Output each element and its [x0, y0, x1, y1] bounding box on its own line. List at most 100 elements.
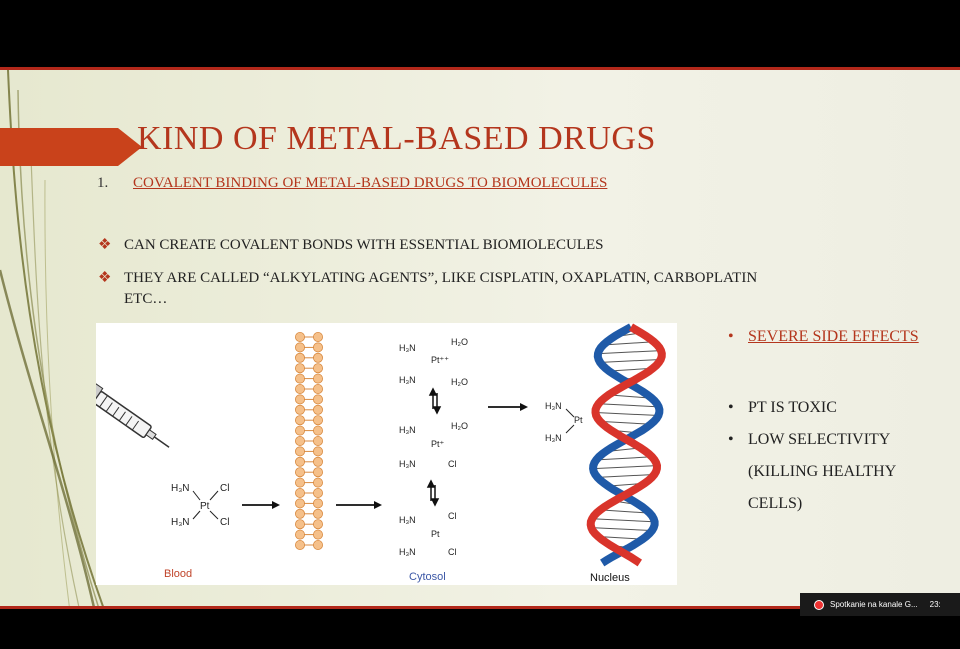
bullet-text: THEY ARE CALLED “ALKYLATING AGENTS”, LIK…: [124, 270, 758, 307]
lipid-head: [294, 446, 305, 457]
killing-text: (KILLING HEALTHY: [748, 463, 897, 480]
lipid-head: [294, 352, 305, 363]
chem-label: H₃N: [171, 483, 190, 494]
cells-text: CELLS): [748, 495, 803, 512]
lipid-head: [294, 384, 305, 395]
slide-title: KIND OF METAL-BASED DRUGS: [137, 120, 656, 157]
cell-membrane: [294, 331, 323, 550]
selectivity-text: LOW SELECTIVITY: [748, 431, 891, 448]
chem-label: Cl: [448, 511, 457, 521]
dna-strand-red: [586, 323, 666, 567]
lipid-head: [294, 363, 305, 374]
lipid-head: [294, 519, 305, 530]
chem-label: H₃N: [171, 517, 190, 528]
base-pair: [592, 518, 654, 523]
lipid-head: [294, 342, 305, 353]
toxic-text: PT IS TOXIC: [748, 399, 837, 416]
chem-label: H₃N: [399, 343, 416, 353]
lipid-head: [312, 352, 323, 363]
chem-label: H₃N: [399, 547, 416, 557]
side-effects-link-text: SEVERE SIDE EFFECTS: [748, 328, 919, 345]
chem-label: H₃N: [545, 433, 562, 443]
record-icon: [814, 599, 824, 610]
aquated-platinum-species: H₃N H₂O Pt⁺⁺ H₃N H₂O H₃N H₂O Pt⁺ H₃N Cl …: [399, 337, 468, 557]
lipid-head: [294, 394, 305, 405]
lipid-head: [312, 373, 323, 384]
meeting-label: Spotkanie na kanale G...: [830, 600, 918, 609]
lipid-head: [294, 508, 305, 519]
lipid-head: [312, 446, 323, 457]
lipid-head: [312, 394, 323, 405]
lipid-head: [294, 415, 305, 426]
bullet-dot-icon: •: [728, 399, 734, 416]
chem-label: Cl: [448, 547, 457, 557]
chem-label: H₂O: [451, 377, 468, 387]
chem-label: Cl: [220, 483, 229, 494]
lipid-head: [312, 415, 323, 426]
lipid-head: [312, 342, 323, 353]
blood-label: Blood: [164, 568, 192, 580]
chem-label: H₂O: [451, 421, 468, 431]
lipid-head: [294, 487, 305, 498]
lipid-head: [312, 436, 323, 447]
base-pair: [598, 403, 657, 408]
chem-label: H₃N: [399, 375, 416, 385]
lipid-head: [294, 331, 305, 342]
lipid-head: [312, 529, 323, 540]
lipid-head: [294, 436, 305, 447]
lipid-head: [312, 456, 323, 467]
lipid-head: [294, 425, 305, 436]
chem-label: H₃N: [399, 425, 416, 435]
meeting-recording-indicator[interactable]: Spotkanie na kanale G... 23:: [800, 593, 960, 616]
lipid-head: [312, 331, 323, 342]
chem-label: H₃N: [399, 515, 416, 525]
chem-label: Pt: [200, 501, 210, 512]
presentation-slide: KIND OF METAL-BASED DRUGS 1. COVALENT BI…: [0, 67, 960, 609]
bullet-dot-icon: •: [728, 431, 734, 448]
base-pair: [593, 465, 657, 470]
chem-label: Cl: [220, 517, 229, 528]
diamond-bullet-icon: ❖: [98, 270, 112, 286]
bullet-text: CAN CREATE COVALENT BONDS WITH ESSENTIAL…: [124, 237, 604, 253]
lipid-head: [294, 373, 305, 384]
base-pair: [606, 341, 654, 346]
base-pair: [598, 350, 662, 355]
lipid-head: [312, 477, 323, 488]
platinum-dna-adduct: H₃N H₃N Pt: [545, 401, 583, 443]
chem-label: Pt: [431, 529, 440, 539]
base-pair: [599, 456, 652, 461]
lipid-head: [312, 404, 323, 415]
lipid-head: [294, 477, 305, 488]
lipid-head: [312, 539, 323, 550]
base-pair: [600, 509, 647, 514]
lipid-head: [294, 404, 305, 415]
dna-helix: [586, 323, 666, 567]
lipid-head: [294, 529, 305, 540]
slide-subtitle: COVALENT BINDING OF METAL-BASED DRUGS TO…: [133, 175, 608, 191]
base-pair: [595, 474, 655, 478]
chem-label: Pt: [574, 415, 583, 425]
chem-label: H₃N: [545, 401, 562, 411]
cisplatin-mechanism-figure: H₃N H₃N Pt Cl Cl Blood H₃N H₂O Pt⁺⁺ H₃N …: [96, 323, 677, 585]
chem-label: Pt⁺⁺: [431, 355, 449, 365]
base-pair: [595, 412, 660, 417]
lipid-head: [294, 539, 305, 550]
lipid-head: [312, 487, 323, 498]
chem-label: Cl: [448, 459, 457, 469]
base-pair: [591, 527, 654, 532]
arrow-icon: [488, 403, 528, 411]
lipid-head: [294, 467, 305, 478]
chem-label: H₂O: [451, 337, 468, 347]
lipid-head: [294, 498, 305, 509]
lipid-head: [312, 425, 323, 436]
lipid-head: [294, 456, 305, 467]
lipid-head: [312, 508, 323, 519]
cytosol-label: Cytosol: [409, 571, 446, 583]
lipid-head: [312, 384, 323, 395]
lipid-head: [312, 519, 323, 530]
lipid-head: [312, 363, 323, 374]
dna-strand-blue: [589, 323, 664, 567]
cisplatin-molecule-blood: H₃N H₃N Pt Cl Cl: [171, 483, 229, 528]
chem-label: H₃N: [399, 459, 416, 469]
subtitle-number: 1.: [97, 175, 109, 191]
